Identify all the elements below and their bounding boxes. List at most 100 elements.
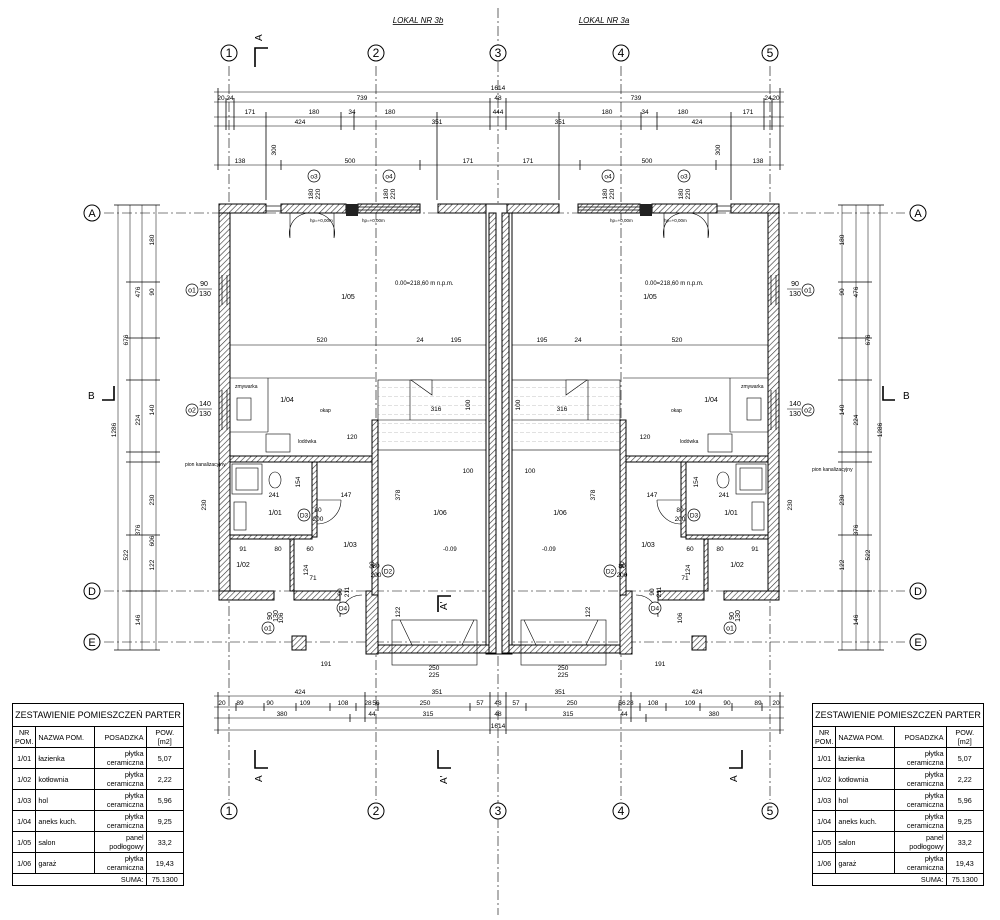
svg-text:520: 520 <box>317 337 328 344</box>
svg-text:676: 676 <box>123 334 130 345</box>
svg-text:A: A <box>254 34 265 41</box>
kitchen-counter <box>230 344 768 453</box>
svg-text:230: 230 <box>787 499 794 510</box>
svg-text:250: 250 <box>567 700 578 707</box>
svg-text:20: 20 <box>217 95 225 102</box>
svg-text:378: 378 <box>395 489 402 500</box>
svg-text:522: 522 <box>865 549 872 560</box>
axis-bubbles-sides: A D E A D E <box>83 204 927 651</box>
svg-text:90: 90 <box>649 588 656 596</box>
header-nr: NR POM. <box>811 726 837 748</box>
header-nr: NR POM. <box>11 726 37 748</box>
svg-text:80: 80 <box>274 546 282 553</box>
svg-text:376: 376 <box>135 524 142 535</box>
svg-text:200: 200 <box>371 572 382 579</box>
axis-label-5: 5 <box>767 46 774 60</box>
svg-text:okap: okap <box>320 408 331 414</box>
svg-text:1/01: 1/01 <box>268 510 282 517</box>
svg-text:130: 130 <box>199 411 211 418</box>
svg-text:106: 106 <box>278 612 285 623</box>
svg-text:100: 100 <box>463 468 474 475</box>
bottom-dimensions <box>214 692 784 734</box>
interior-dimensions: 520 24 195 520 24 195 120 120 147 147 24… <box>201 337 794 679</box>
bathroom-fixtures <box>231 463 767 531</box>
svg-text:1/02: 1/02 <box>236 562 250 569</box>
svg-text:220: 220 <box>315 188 322 199</box>
svg-text:57: 57 <box>512 700 520 707</box>
svg-text:315: 315 <box>563 711 574 718</box>
svg-text:109: 109 <box>300 700 311 707</box>
svg-text:109: 109 <box>685 700 696 707</box>
svg-text:71: 71 <box>681 575 689 582</box>
svg-text:D2: D2 <box>384 569 393 576</box>
svg-text:24: 24 <box>226 95 234 102</box>
svg-text:0.00=218,60 m n.p.m.: 0.00=218,60 m n.p.m. <box>395 281 454 287</box>
svg-text:-0.09: -0.09 <box>443 547 457 553</box>
level-notes: 0.00=218,60 m n.p.m. 0.00=218,60 m n.p.m… <box>310 218 704 553</box>
svg-text:140: 140 <box>789 401 801 408</box>
top-dimensions <box>214 88 784 200</box>
svg-text:48: 48 <box>494 700 502 707</box>
svg-text:28: 28 <box>626 700 634 707</box>
svg-text:60: 60 <box>686 546 694 553</box>
svg-text:424: 424 <box>692 119 703 126</box>
svg-text:122: 122 <box>585 606 592 617</box>
svg-text:230: 230 <box>149 494 156 505</box>
axis-label-E-right: E <box>914 637 921 649</box>
room-schedule-title: ZESTAWIENIE POMIESZCZEŃ PARTER <box>812 703 984 726</box>
svg-text:o2: o2 <box>188 408 196 415</box>
svg-text:90: 90 <box>723 700 731 707</box>
svg-text:D3: D3 <box>300 513 309 520</box>
svg-text:91: 91 <box>239 546 247 553</box>
svg-text:376: 376 <box>853 524 860 535</box>
svg-text:o1: o1 <box>188 288 196 295</box>
window-glazing <box>221 205 777 430</box>
svg-text:220: 220 <box>685 188 692 199</box>
svg-text:28: 28 <box>364 700 372 707</box>
svg-text:D4: D4 <box>339 606 348 613</box>
axis-label-5-bottom: 5 <box>767 804 774 818</box>
svg-text:250: 250 <box>420 700 431 707</box>
header-name: NAZWA POM. <box>35 726 96 748</box>
svg-text:91: 91 <box>751 546 759 553</box>
svg-text:44: 44 <box>620 711 628 718</box>
svg-text:o4: o4 <box>604 174 612 181</box>
svg-text:180: 180 <box>602 109 613 116</box>
svg-text:300: 300 <box>715 144 722 155</box>
axis-label-D-right: D <box>914 586 922 598</box>
svg-text:140: 140 <box>199 401 211 408</box>
svg-text:138: 138 <box>235 158 246 165</box>
svg-text:120: 120 <box>640 434 651 441</box>
svg-text:1/06: 1/06 <box>553 510 567 517</box>
terrace-doors <box>289 212 709 239</box>
svg-text:34: 34 <box>641 109 649 116</box>
svg-text:124: 124 <box>685 564 692 575</box>
svg-text:191: 191 <box>655 661 666 668</box>
svg-text:90: 90 <box>267 612 274 620</box>
axis-label-1-bottom: 1 <box>226 804 233 818</box>
svg-text:225: 225 <box>558 672 569 679</box>
svg-text:120: 120 <box>347 434 358 441</box>
svg-text:48: 48 <box>494 95 502 102</box>
svg-text:106: 106 <box>677 612 684 623</box>
svg-text:200: 200 <box>313 516 324 523</box>
svg-text:okap: okap <box>671 408 682 414</box>
svg-text:122: 122 <box>149 559 156 570</box>
svg-text:500: 500 <box>345 158 356 165</box>
section-labels: A A A' A' A B B <box>88 34 910 784</box>
svg-text:80: 80 <box>618 563 626 570</box>
svg-text:B: B <box>903 391 910 402</box>
svg-text:180: 180 <box>678 109 689 116</box>
side-dimensions <box>114 204 884 651</box>
svg-text:122: 122 <box>839 559 846 570</box>
axis-label-3-bottom: 3 <box>495 804 502 818</box>
svg-text:100: 100 <box>465 399 472 410</box>
svg-text:230: 230 <box>201 499 208 510</box>
svg-text:180: 180 <box>149 234 156 245</box>
svg-text:130: 130 <box>199 291 211 298</box>
svg-text:60: 60 <box>306 546 314 553</box>
